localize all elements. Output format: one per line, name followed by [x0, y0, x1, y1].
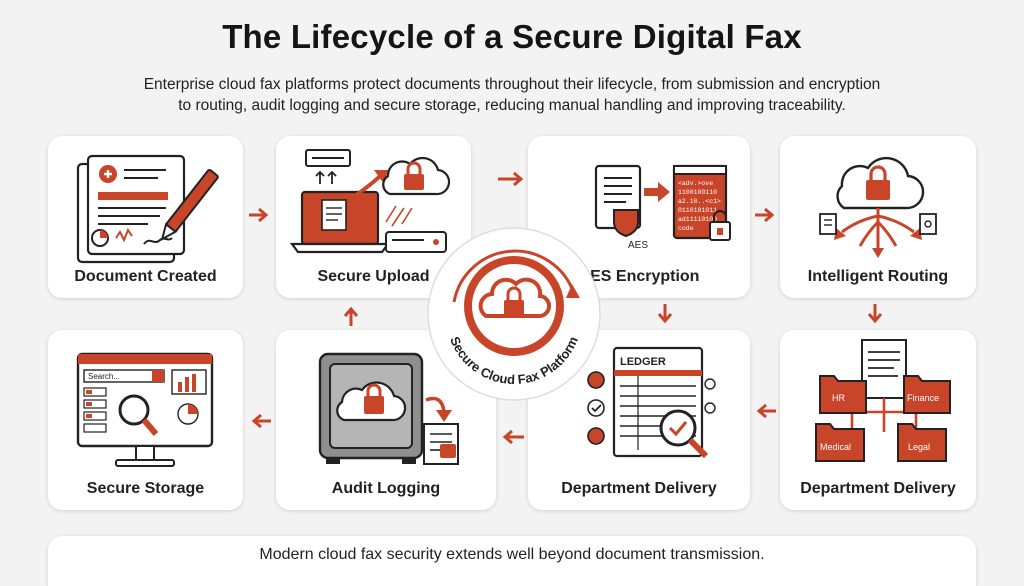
- step-card-secure-upload: Secure Upload: [276, 136, 471, 298]
- step-label: Department Delivery: [800, 480, 956, 497]
- flow-arrow-left-icon: [502, 429, 524, 445]
- central-platform-hub: Secure Cloud Fax Platform: [427, 227, 601, 401]
- flow-arrow-right-icon: [249, 207, 269, 223]
- step-card-secure-storage: Search... Secure Storage: [48, 330, 243, 510]
- step-card-department-delivery-folders: HR Finance Medical Legal Department Deli…: [780, 330, 976, 510]
- code-line: ad11110100: [678, 216, 717, 223]
- subtitle-line-2: to routing, audit logging and secure sto…: [178, 97, 846, 114]
- folder-label: Medical: [820, 442, 851, 452]
- safe-vault-icon: [318, 352, 459, 465]
- step-label: Secure Storage: [86, 480, 205, 497]
- ledger-heading: LEDGER: [620, 356, 666, 368]
- flow-arrow-down-icon: [867, 304, 883, 324]
- flow-arrow-right-icon: [498, 171, 524, 187]
- step-card-audit-logging: Audit Logging: [276, 330, 496, 510]
- laptop-upload-icon: [289, 149, 451, 254]
- code-line: 0110101011: [678, 207, 717, 214]
- department-folders-icon: HR Finance Medical Legal: [815, 339, 951, 462]
- encryption-icon: AES <adv.>ove 1100100110 a2.10..<c1> 011…: [594, 164, 731, 251]
- step-label: Audit Logging: [331, 480, 441, 497]
- step-label: Department Delivery: [561, 480, 717, 497]
- step-label: Intelligent Routing: [807, 268, 949, 285]
- step-card-intelligent-routing: Intelligent Routing: [780, 136, 976, 298]
- step-label: Secure Upload: [317, 268, 430, 285]
- code-line: <adv.>ove: [678, 180, 713, 187]
- step-label: Document Created: [74, 268, 217, 285]
- flow-arrow-left-icon: [756, 403, 776, 419]
- code-line: a2.10..<c1>: [678, 198, 721, 205]
- monitor-search-icon: Search...: [76, 352, 214, 467]
- code-line: 1100100110: [678, 189, 717, 196]
- search-box-text: Search...: [88, 372, 120, 381]
- step-card-document-created: Document Created: [48, 136, 243, 298]
- page-title: The Lifecycle of a Secure Digital Fax: [222, 18, 802, 55]
- folder-label: HR: [832, 393, 845, 403]
- flow-arrow-up-icon: [343, 306, 359, 326]
- subtitle-line-1: Enterprise cloud fax platforms protect d…: [143, 76, 881, 93]
- flow-arrow-right-icon: [755, 207, 775, 223]
- flow-arrow-left-icon: [251, 413, 271, 429]
- page-subtitle: Enterprise cloud fax platforms protect d…: [62, 74, 962, 116]
- aes-tag: AES: [628, 240, 648, 251]
- step-label: AES Encryption: [578, 268, 700, 285]
- folder-label: Legal: [908, 442, 930, 452]
- document-pen-icon: [76, 154, 219, 264]
- folder-label: Finance: [907, 393, 939, 403]
- flow-arrow-down-icon: [657, 304, 673, 324]
- cloud-lock-icon: [478, 277, 551, 319]
- cloud-routing-icon: [819, 156, 937, 258]
- footer-text: Modern cloud fax security extends well b…: [259, 546, 765, 563]
- code-line: code: [678, 225, 694, 232]
- ledger-check-icon: LEDGER: [587, 346, 716, 459]
- footer-panel: Modern cloud fax security extends well b…: [48, 536, 976, 586]
